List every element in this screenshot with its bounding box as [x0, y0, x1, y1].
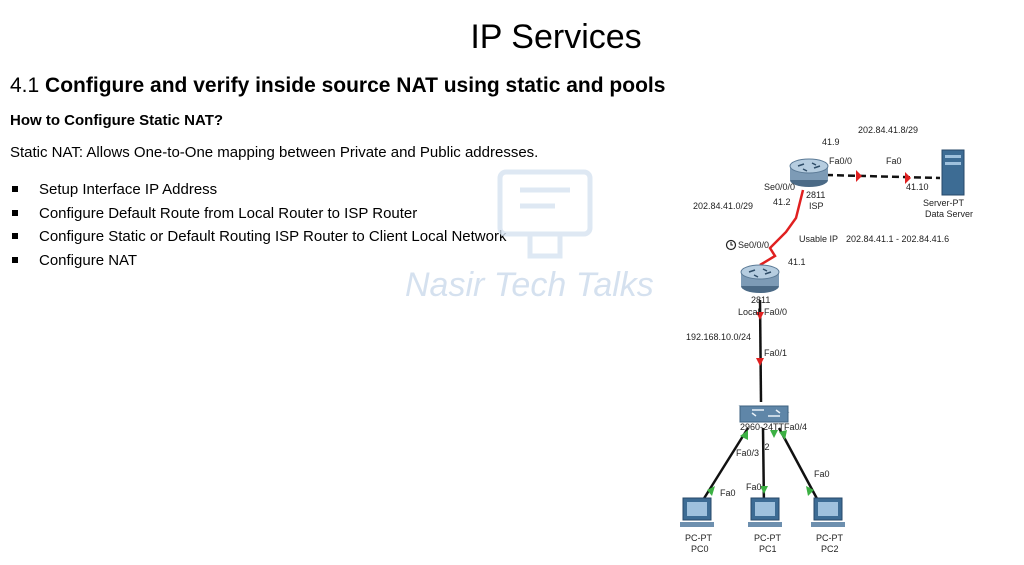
- isp-serial-ip-label: 41.2: [773, 197, 791, 207]
- pc0-name-label: PC0: [691, 544, 709, 554]
- isp-router-icon: [789, 158, 829, 187]
- link-switch-pc1: [761, 427, 766, 509]
- link-status-up-icon: [740, 430, 748, 440]
- pc1-type-label: PC-PT: [754, 533, 782, 543]
- step-text: Configure NAT: [39, 251, 138, 269]
- link-status-up-icon: [707, 486, 715, 496]
- step-item: Setup Interface IP Address: [10, 181, 506, 205]
- pc1-icon: [748, 497, 782, 527]
- wan-network-label: 202.84.41.0/29: [693, 201, 753, 211]
- switch-port-pc2-label: Fa0/4: [784, 422, 807, 432]
- pc2-icon: [811, 497, 845, 527]
- local-serial-ip-label: 41.1: [788, 257, 806, 267]
- server-icon: [941, 149, 965, 196]
- pc2-port-label: Fa0: [814, 469, 830, 479]
- switch-uplink-port-label: Fa0/1: [764, 348, 787, 358]
- lan-network-label: 192.168.10.0/24: [686, 332, 751, 342]
- description: Static NAT: Allows One-to-One mapping be…: [10, 144, 539, 161]
- subheading: How to Configure Static NAT?: [10, 112, 224, 129]
- pc0-icon: [680, 497, 714, 527]
- section-heading: 4.1 Configure and verify inside source N…: [10, 74, 665, 98]
- link-serial-wan: [759, 189, 805, 267]
- step-text: Configure Static or Default Routing ISP …: [39, 228, 507, 245]
- link-status-down-icon: [756, 312, 764, 320]
- section-number: 4.1: [10, 74, 40, 97]
- link-status-up-icon: [806, 486, 814, 496]
- server-type-label: Server-PT: [923, 198, 965, 208]
- isp-serial-port-label: Se0/0/0: [764, 182, 795, 192]
- switch-model-label: 2960-24TT: [740, 422, 785, 432]
- local-serial-port-label: Se0/0/0: [738, 240, 769, 250]
- pc0-port-label: Fa0: [720, 488, 736, 498]
- link-status-up-icon: [770, 430, 778, 438]
- local-name-label: Local: [738, 307, 760, 317]
- steps-list: Setup Interface IP Address Configure Def…: [10, 181, 506, 275]
- server-name-label: Data Server: [925, 209, 973, 219]
- slide-title: IP Services: [470, 18, 642, 56]
- switch-icon: [738, 405, 790, 423]
- watermark-text: Nasir Tech Talks: [405, 266, 654, 304]
- link-status-down-icon: [905, 172, 911, 184]
- topology-labels: 202.84.41.8/29 41.9 Fa0/0 Fa0 41.10 Serv…: [685, 125, 973, 554]
- watermark-logo-icon: [497, 169, 593, 259]
- local-model-label: 2811: [751, 295, 770, 305]
- link-status-down-icon: [856, 170, 862, 182]
- isp-name-label: ISP: [809, 201, 824, 211]
- bullet-icon: [12, 186, 18, 192]
- switch-port-pc0-label: Fa0/3: [736, 448, 759, 458]
- bullet-icon: [12, 233, 18, 239]
- step-item: Configure Static or Default Routing ISP …: [10, 228, 506, 252]
- link-status-down-icon: [756, 358, 764, 366]
- link-markers: [707, 170, 911, 496]
- server-network-label: 202.84.41.8/29: [858, 125, 918, 135]
- server-ip-label: 41.10: [906, 182, 929, 192]
- isp-model-label: 2811: [806, 190, 825, 200]
- switch-suffix-label: /2: [762, 442, 770, 452]
- clock-icon: [725, 239, 737, 251]
- step-text: Configure Default Route from Local Route…: [39, 204, 418, 222]
- pc0-type-label: PC-PT: [685, 533, 713, 543]
- bullet-icon: [12, 209, 18, 216]
- isp-fa00-port-label: Fa0/0: [829, 156, 852, 166]
- link-isp-server: [825, 173, 941, 180]
- local-fa-port-label: Fa0/0: [764, 307, 787, 317]
- isp-fa00-ip-label: 41.9: [822, 137, 840, 147]
- usable-ip-range-label: 202.84.41.1 - 202.84.41.6: [846, 234, 949, 244]
- link-status-up-icon: [779, 430, 787, 440]
- local-router-icon: [740, 264, 780, 293]
- link-switch-pc0: [696, 427, 750, 509]
- link-status-up-icon: [760, 486, 768, 494]
- pc1-port-label: Fa0: [746, 482, 762, 492]
- pc2-name-label: PC2: [821, 544, 839, 554]
- pc1-name-label: PC1: [759, 544, 777, 554]
- step-item: Configure NAT: [10, 252, 506, 276]
- step-item: Configure Default Route from Local Route…: [10, 205, 506, 229]
- bullet-icon: [12, 256, 18, 263]
- step-text: Setup Interface IP Address: [39, 181, 218, 198]
- server-fa0-port-label: Fa0: [886, 156, 902, 166]
- usable-ip-label: Usable IP: [799, 234, 838, 244]
- pc2-type-label: PC-PT: [816, 533, 844, 543]
- link-switch-pc2: [777, 427, 824, 509]
- section-heading-text: Configure and verify inside source NAT u…: [45, 74, 666, 97]
